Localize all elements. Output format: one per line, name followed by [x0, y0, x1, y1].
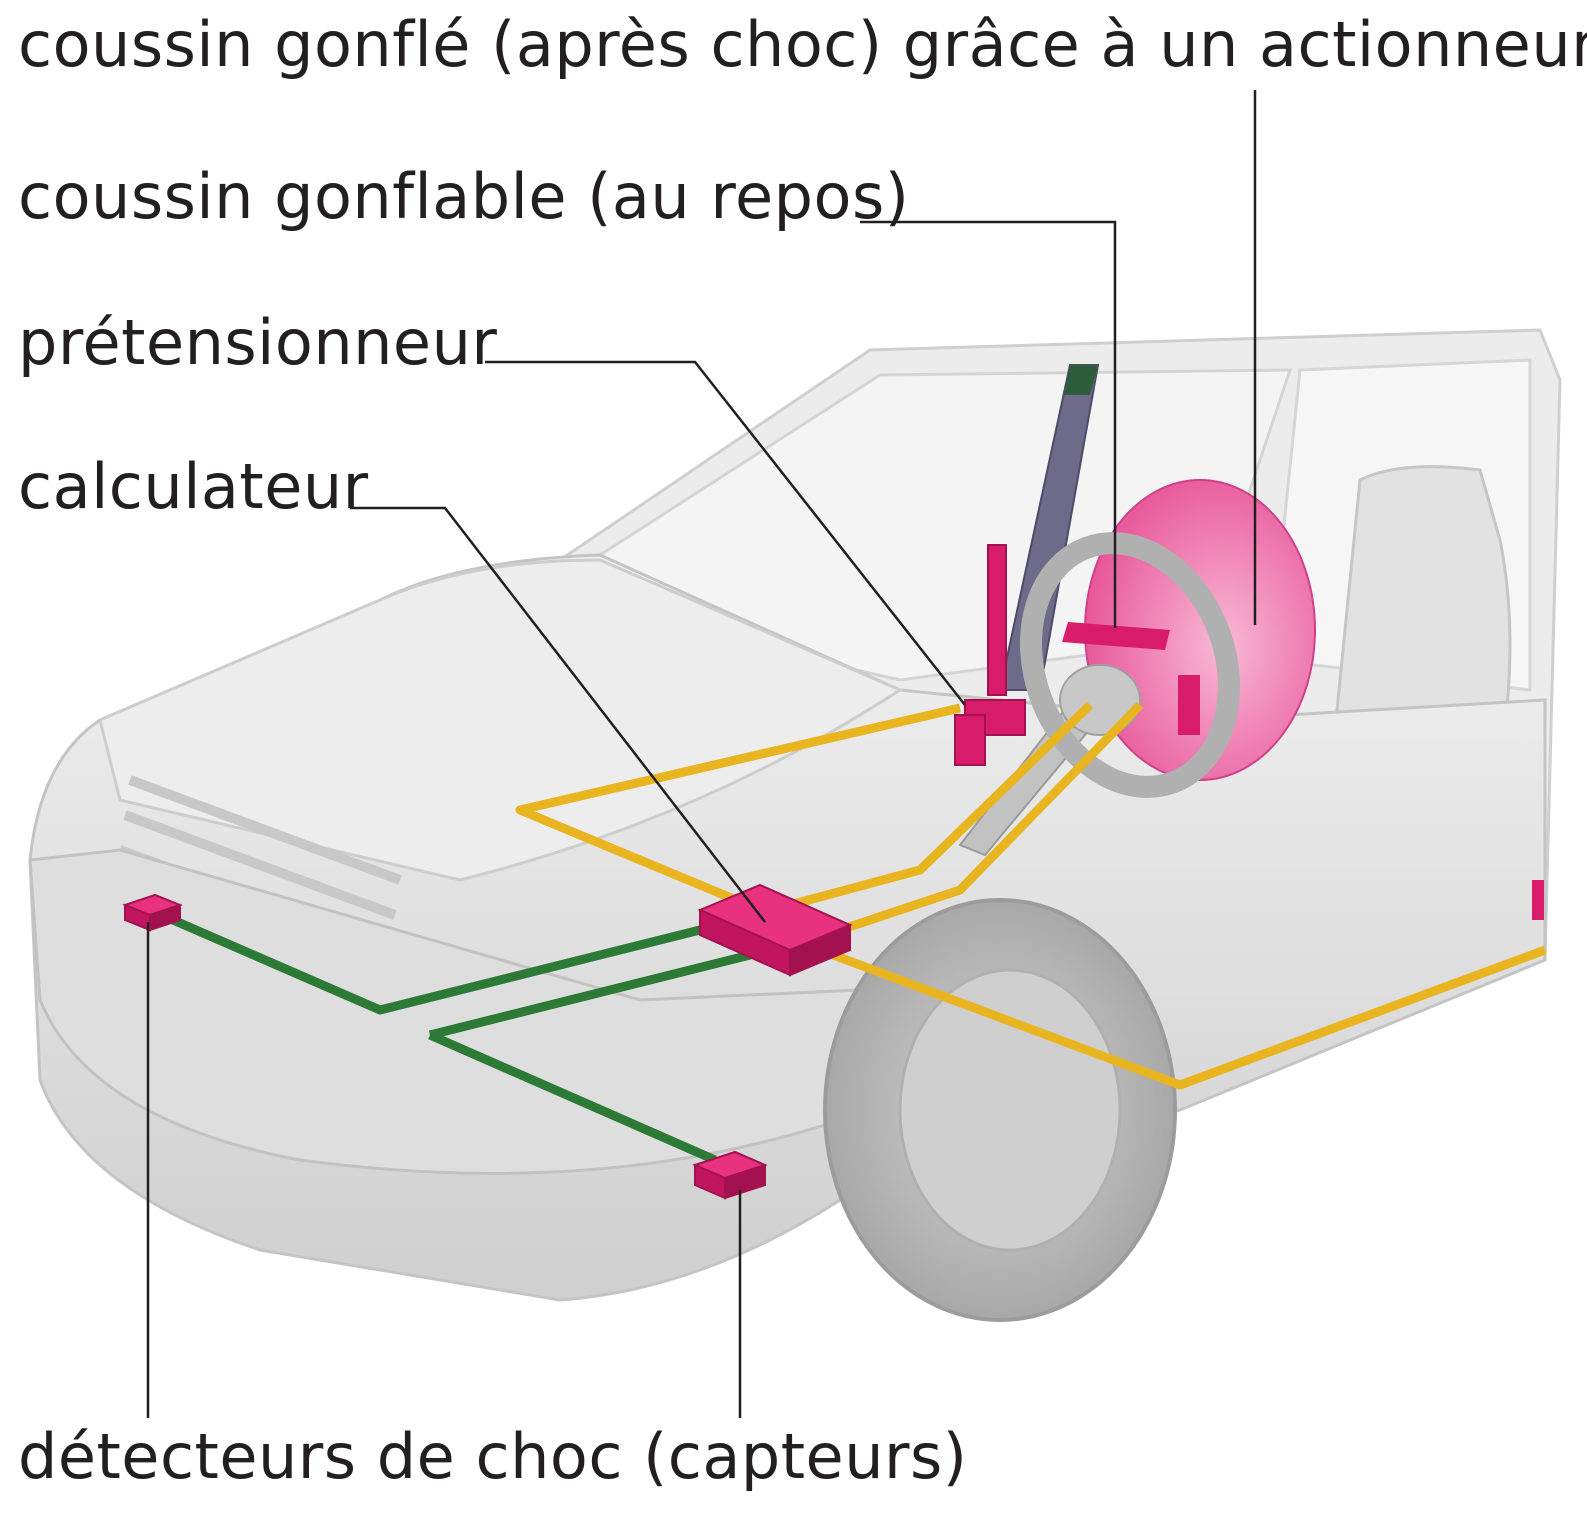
leader-airbag-rest [860, 220, 1117, 628]
label-airbag-inflated: coussin gonflé (après choc) grâce à un a… [18, 8, 1587, 81]
steering-wheel [1020, 532, 1240, 798]
hood [98, 558, 904, 882]
label-pretensioner: prétensionneur [18, 306, 498, 379]
label-airbag-rest: coussin gonflable (au repos) [18, 160, 910, 233]
bumper [28, 848, 862, 1175]
label-shock-detectors: détecteurs de choc (capteurs) [18, 1420, 968, 1493]
shock-sensor-left [122, 893, 183, 932]
label-computer: calculateur [18, 450, 369, 523]
pretensioner-unit [954, 544, 1026, 766]
computer-unit [697, 883, 853, 977]
actuator-right [1178, 675, 1200, 735]
leader-pretensioner [485, 360, 966, 706]
wheel-hub [898, 968, 1122, 1252]
rear-connector [1532, 880, 1544, 920]
resting-airbag [1062, 622, 1170, 650]
yellow-wiring [515, 701, 1547, 1090]
leader-computer [350, 506, 766, 923]
seat-belt-top [1064, 365, 1098, 395]
leader-lines [146, 90, 1257, 1418]
green-wiring [148, 905, 752, 1165]
shock-sensor-right [692, 1150, 768, 1200]
